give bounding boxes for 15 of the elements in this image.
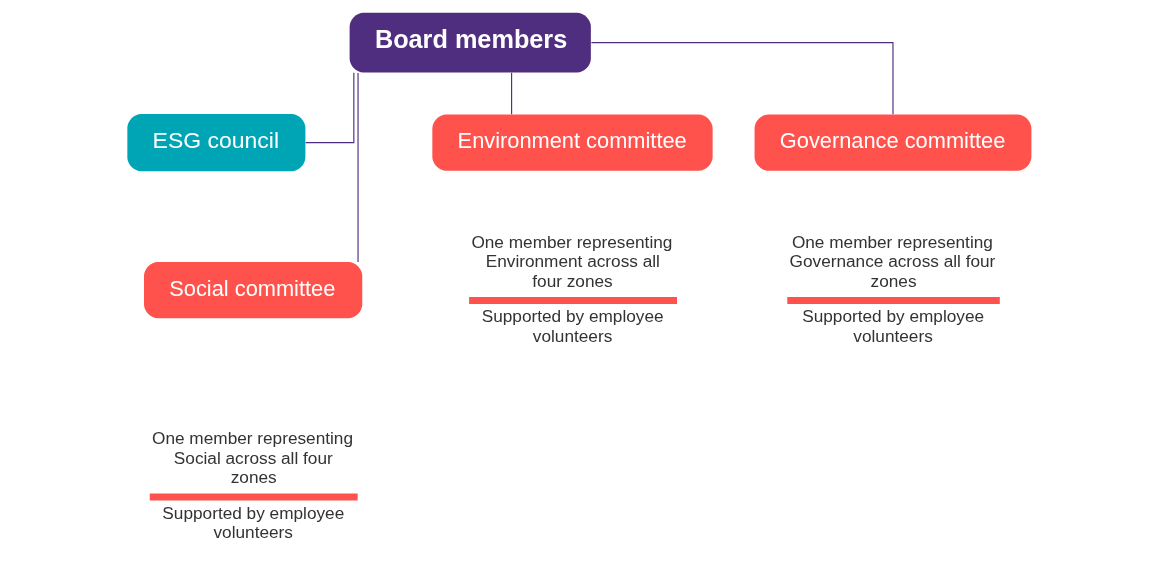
node-label: One member representing Social across all four zones — [151, 428, 353, 488]
connector — [356, 72, 359, 263]
node-box: Board members — [349, 12, 591, 73]
node-label: Supported by employee volunteers — [481, 306, 664, 346]
node-label: One member representing Environment across all four zones — [470, 231, 672, 291]
node-box: Governance committee — [754, 114, 1031, 171]
connector — [304, 72, 354, 144]
node-label: Supported by employee volunteers — [801, 306, 984, 346]
node-label: Supported by employee volunteers — [161, 502, 344, 543]
node-box: ESG council — [126, 113, 305, 172]
node-box: Social committee — [143, 262, 362, 319]
node-label: One member representing Governance across all four zones — [789, 231, 995, 291]
connector — [510, 72, 512, 115]
connector — [590, 42, 894, 115]
node-box: Environment committee — [431, 114, 713, 171]
